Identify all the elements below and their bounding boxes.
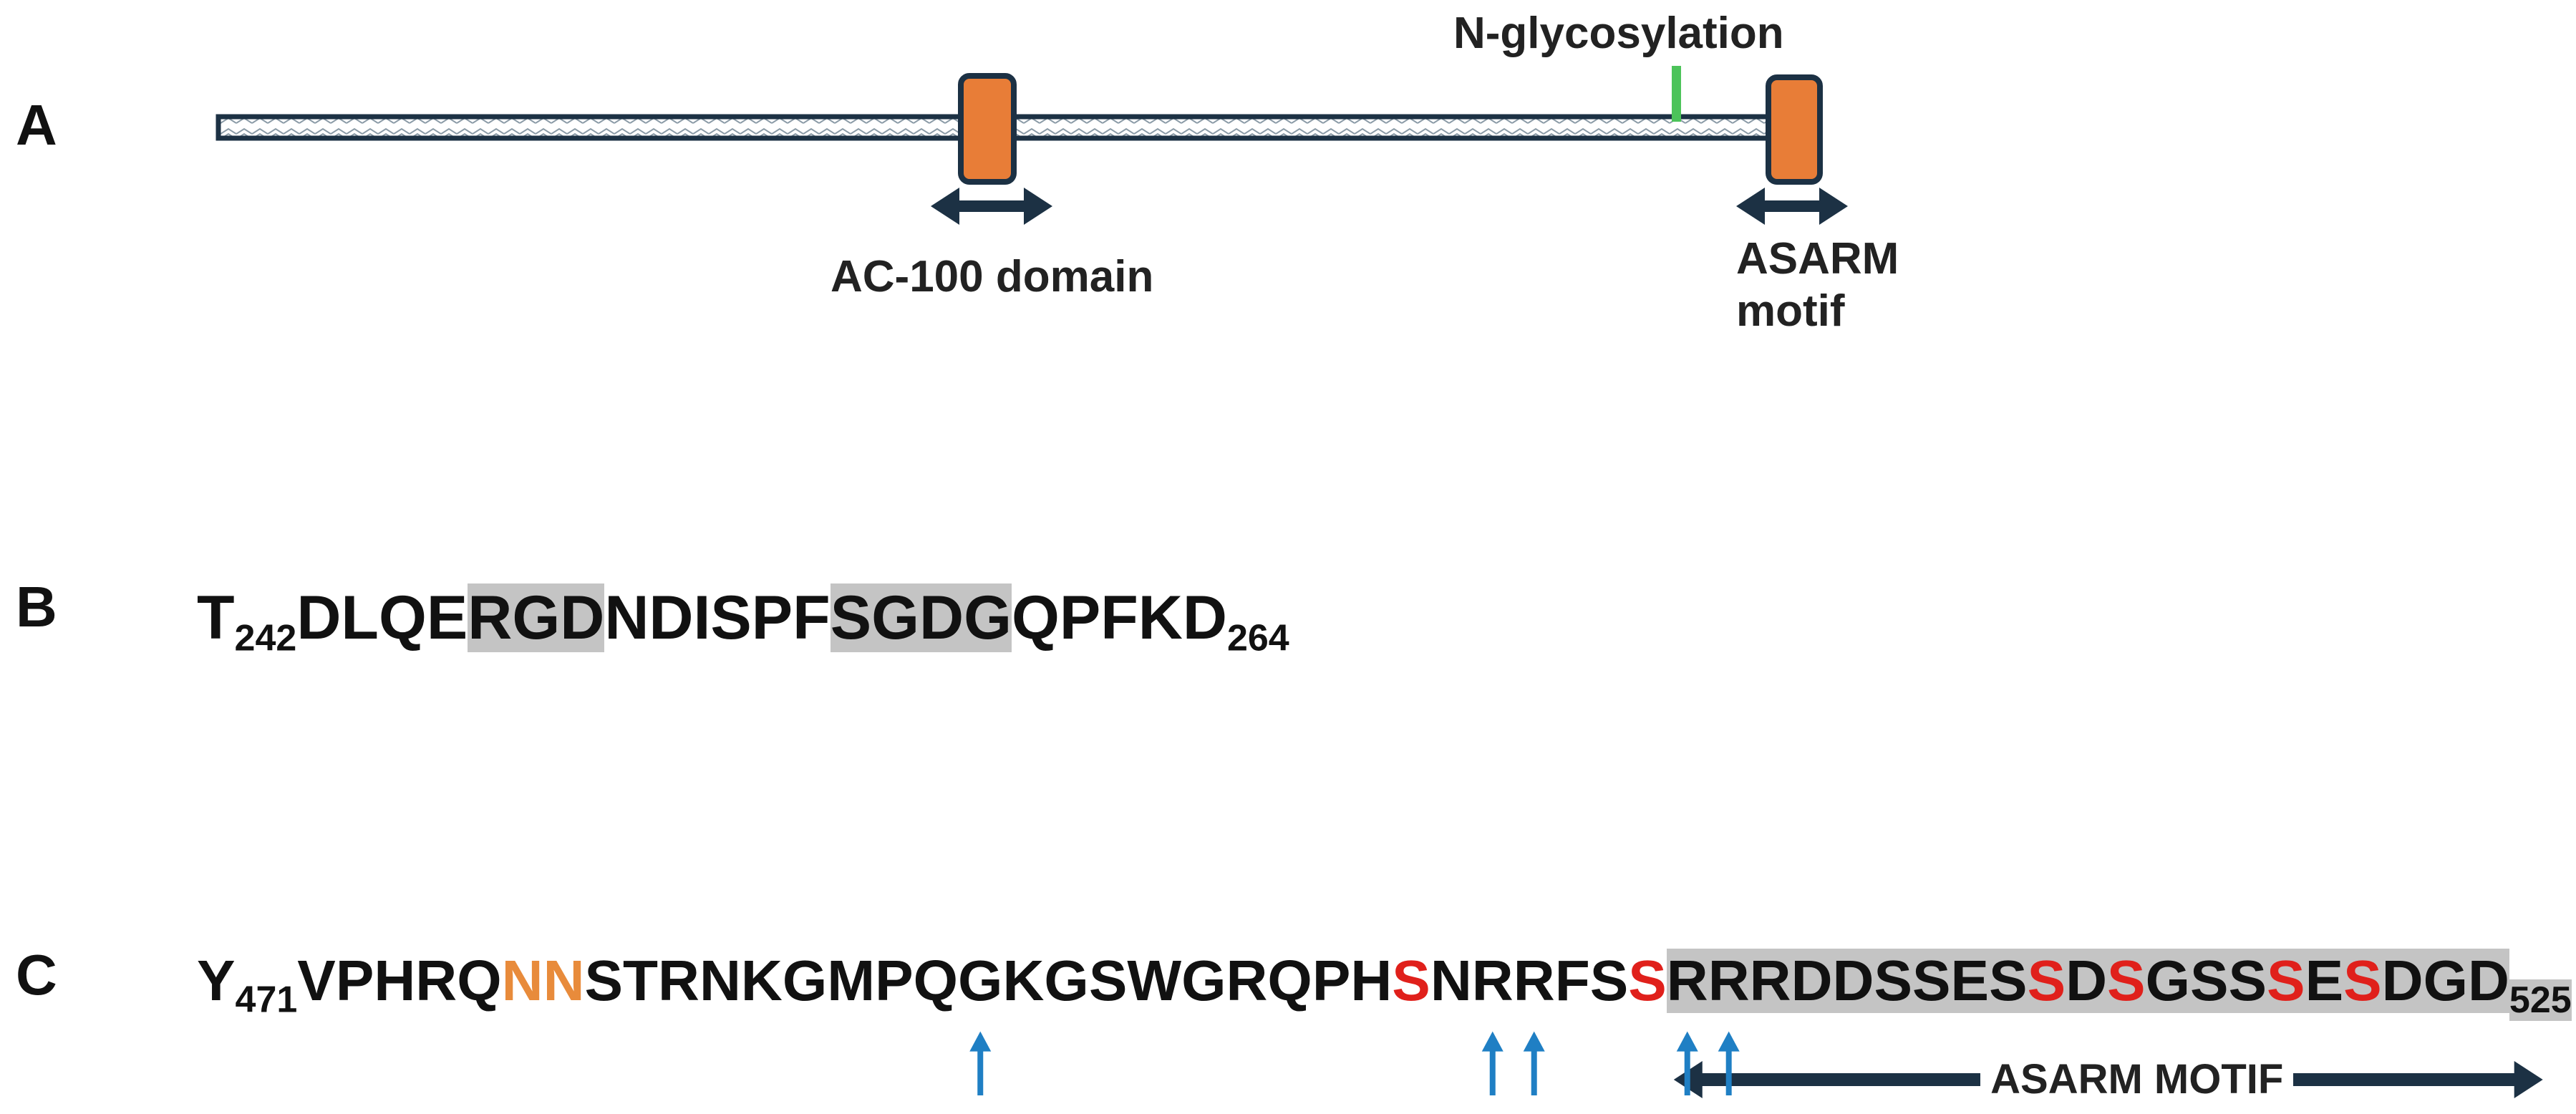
cleavage-site-arrow: [1676, 1031, 1698, 1095]
sequence-segment: GSS: [2145, 949, 2267, 1013]
sequence-segment: R: [1708, 949, 1750, 1013]
sequence-segment: R: [1471, 949, 1514, 1013]
sequence-segment: RDDSSES: [1749, 949, 2028, 1013]
sequence-segment: S: [2107, 949, 2146, 1013]
asarm-label: ASARM motif: [1736, 233, 1899, 337]
asarm-motif-box: [1766, 74, 1823, 185]
sequence-segment: NN: [501, 949, 585, 1013]
panel-b-letter: B: [16, 575, 57, 639]
sequence-segment: Y: [197, 949, 236, 1013]
asarm-motif-label: ASARM MOTIF: [1980, 1057, 2294, 1103]
sequence-c: Y471VPHRQNNSTRNKGMPQGKGSWGRQPHSNRRFSSRRR…: [197, 949, 2572, 1021]
sequence-segment: E: [2305, 949, 2344, 1013]
panel-a-letter: A: [16, 93, 57, 157]
sequence-segment: S: [1392, 949, 1430, 1013]
cleavage-site-arrow: [969, 1031, 992, 1095]
ac100-label: AC-100 domain: [831, 252, 1154, 301]
sequence-segment: SGDG: [830, 583, 1012, 652]
residue-number: 242: [234, 617, 297, 659]
sequence-segment: G: [958, 949, 1003, 1013]
ac100-span-arrow: [931, 188, 1052, 225]
cleavage-site-arrow: [1481, 1031, 1504, 1095]
sequence-segment: VPHRQ: [297, 949, 502, 1013]
sequence-segment: S: [2267, 949, 2305, 1013]
sequence-segment: NDISPF: [604, 583, 831, 652]
sequence-segment: T: [197, 583, 235, 652]
protein-schematic: [216, 66, 1848, 225]
sequence-segment: STRNKGMPQ: [584, 949, 959, 1013]
asarm-label-line2: motif: [1736, 286, 1845, 336]
sequence-segment: R: [1513, 949, 1555, 1013]
residue-number: 264: [1226, 617, 1289, 659]
asarm-label-line1: ASARM: [1736, 234, 1899, 284]
sequence-segment: DGD: [2381, 949, 2509, 1013]
residue-number: 525: [2509, 979, 2572, 1021]
sequence-segment: S: [2343, 949, 2382, 1013]
sequence-segment: RGD: [468, 583, 605, 652]
sequence-segment: FS: [1554, 949, 1629, 1013]
glycosylation-label: N-glycosylation: [1453, 9, 1784, 58]
sequence-segment: D: [2066, 949, 2108, 1013]
residue-number: 471: [235, 979, 298, 1021]
glycosylation-site-marker: [1672, 66, 1681, 122]
sequence-segment: S: [2027, 949, 2066, 1013]
sequence-b: T242DLQERGDNDISPFSGDGQPFKD264: [197, 583, 1289, 659]
panel-c-letter: C: [16, 943, 57, 1007]
asarm-span-arrow: [1736, 188, 1848, 225]
sequence-segment: DLQE: [296, 583, 468, 652]
sequence-segment: S: [1628, 949, 1667, 1013]
ac100-domain-box: [958, 73, 1017, 185]
cleavage-site-arrow: [1718, 1031, 1740, 1095]
sequence-segment: R: [1666, 949, 1708, 1013]
cleavage-site-arrow: [1523, 1031, 1545, 1095]
sequence-segment: QPFKD: [1011, 583, 1227, 652]
sequence-segment: KGSWGRQPH: [1002, 949, 1393, 1013]
sequence-segment: N: [1430, 949, 1472, 1013]
